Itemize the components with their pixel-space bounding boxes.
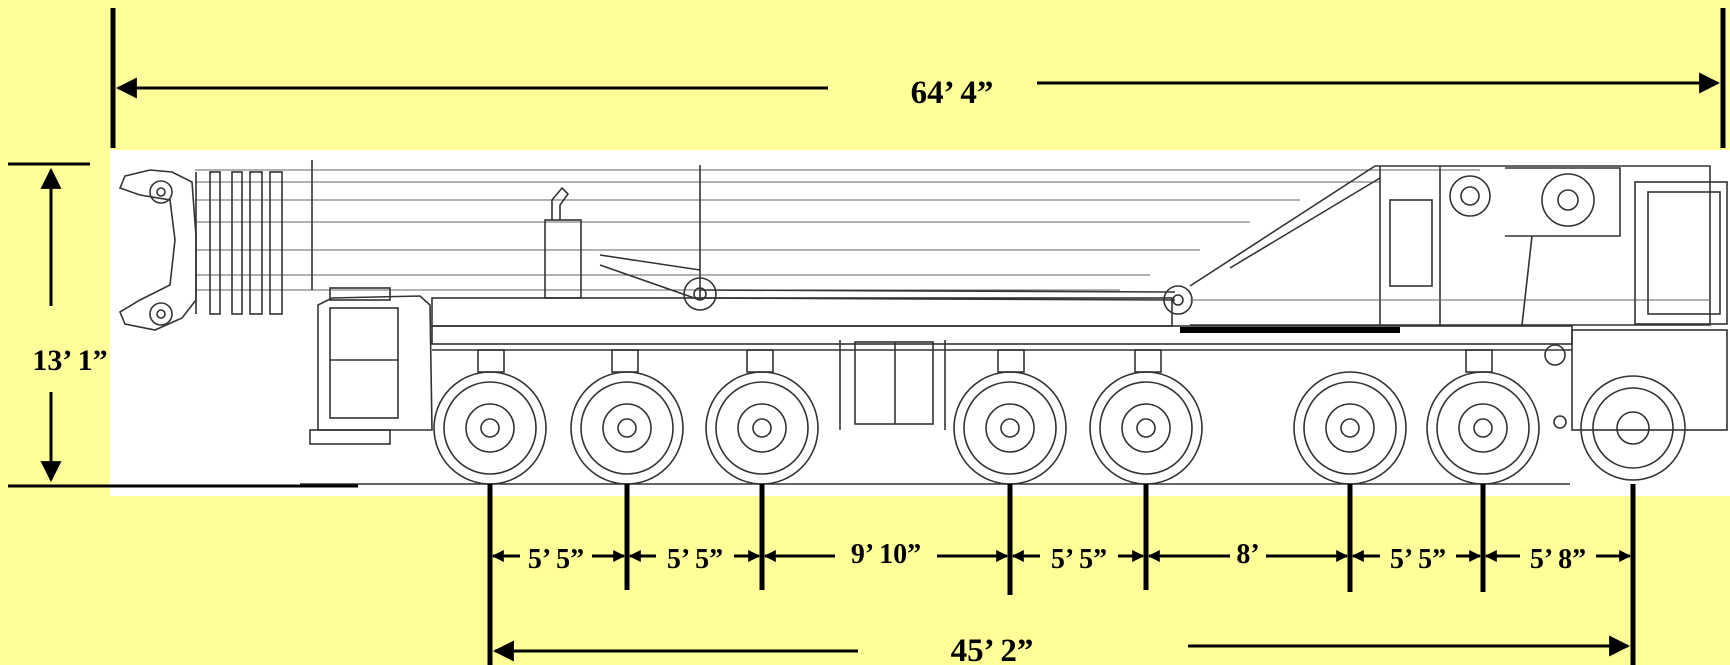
axle-spacing-label-3: 9’ 10” bbox=[851, 539, 921, 570]
drawing-panel bbox=[110, 150, 1730, 496]
wheel-3 bbox=[705, 371, 819, 485]
superstructure bbox=[1189, 165, 1711, 326]
overall-length-label: 64’ 4” bbox=[911, 75, 994, 111]
axle-spacing-label-1: 5’ 5” bbox=[528, 544, 584, 575]
overall-height-label: 13’ 1” bbox=[32, 344, 107, 377]
axle-spacing-label-5: 8’ bbox=[1236, 539, 1259, 570]
axle-spacing-dimensions: 5’ 5” 5’ 5” 9’ 10” 5’ 5” 8’ 5’ 5” 5’ 8” bbox=[487, 484, 1636, 665]
center-equipment bbox=[544, 186, 946, 430]
wheelbase-dimension: 45’ 2” bbox=[492, 633, 1631, 665]
wheel-8 bbox=[1580, 375, 1686, 481]
wheelbase-total-label: 45’ 2” bbox=[951, 633, 1034, 665]
axle-spacing-label-6: 5’ 5” bbox=[1390, 544, 1446, 575]
front-cab bbox=[309, 287, 433, 445]
luffing-cylinder bbox=[599, 254, 1400, 333]
overall-length-dimension: 64’ 4” bbox=[110, 8, 1726, 148]
boom-head bbox=[118, 169, 283, 331]
axle-spacing-label-7: 5’ 8” bbox=[1530, 544, 1586, 575]
overall-height-dimension: 13’ 1” bbox=[8, 162, 358, 488]
axle-spacing-label-4: 5’ 5” bbox=[1051, 544, 1107, 575]
boom bbox=[195, 160, 1480, 300]
axle-spacing-label-2: 5’ 5” bbox=[667, 544, 723, 575]
